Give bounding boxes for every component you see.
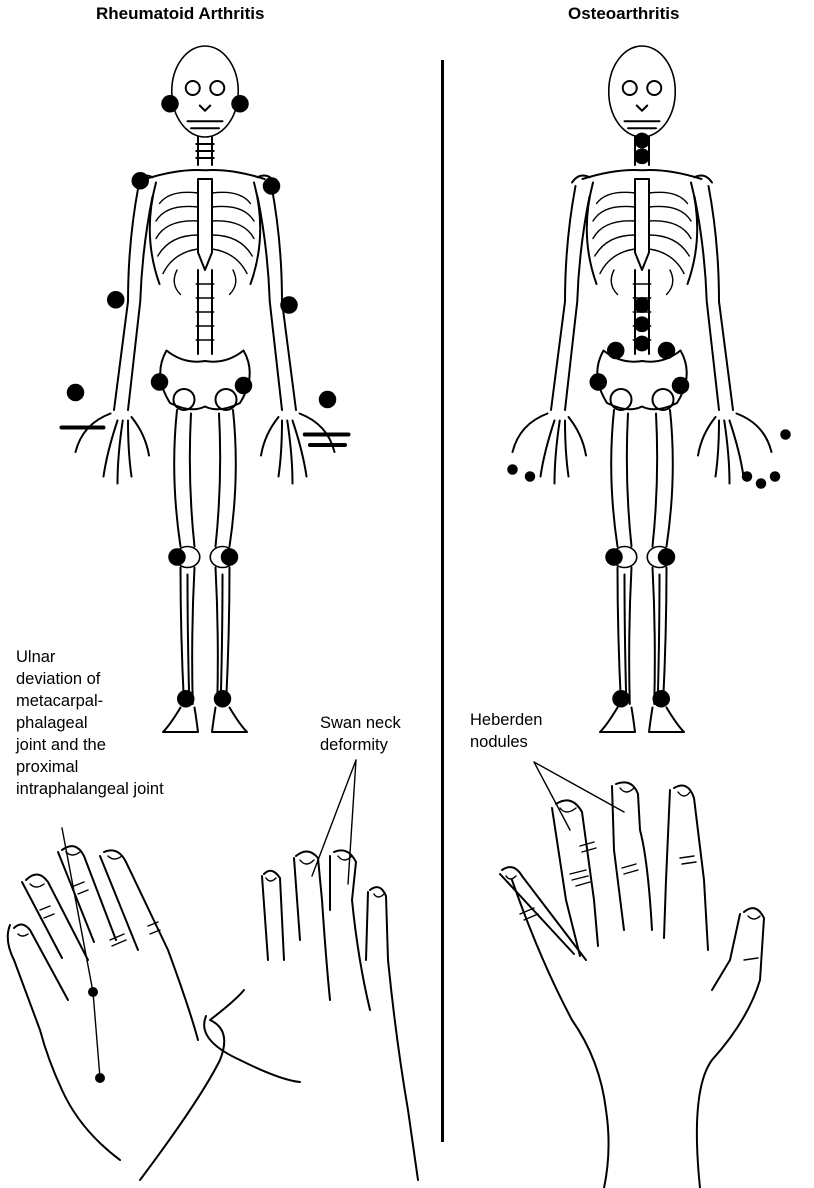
heberden-leader-line [534, 762, 624, 830]
ra-hand-ulnar [8, 846, 198, 1160]
ulnar-leader-line [62, 828, 100, 1078]
ra-hand-swan-neck [140, 850, 418, 1180]
oa-hand-heberden [500, 782, 764, 1188]
